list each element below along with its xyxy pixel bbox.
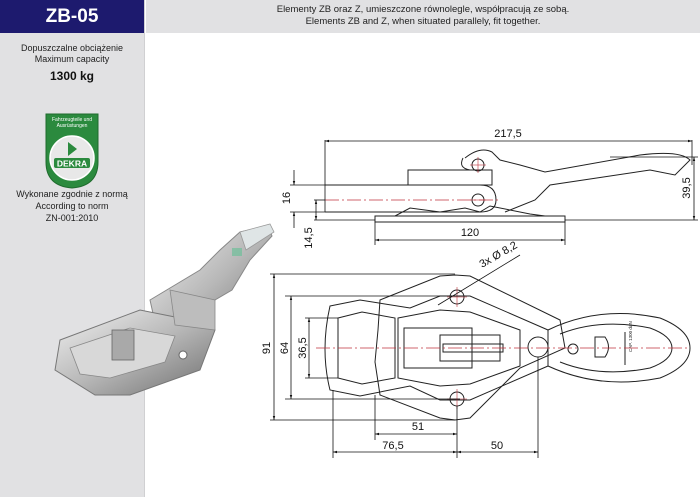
capacity-label-pl: Dopuszczalne obciążenie (20, 43, 124, 53)
dim-thickness: 16 (281, 192, 293, 204)
dim-hole-offset-short: 51 (412, 421, 424, 433)
description-en: Elements ZB and Z, when situated paralle… (305, 16, 541, 27)
badge-brand: DEKRA (57, 159, 87, 169)
dim-hole-offset-long: 76,5 (382, 440, 403, 452)
norm-label-pl: Wykonane zgodnie z normą (16, 189, 128, 199)
dim-base-offset: 14,5 (303, 227, 315, 248)
top-view (324, 274, 691, 421)
top-dimension-lines (270, 254, 539, 458)
sidebar: ZB-05 Dopuszczalne obciążenie Maximum ca… (0, 0, 145, 497)
handle-marking: CAP. 1300 daN (628, 321, 633, 352)
badge-text-1: Fahrzeugteile und (52, 117, 92, 123)
dim-base-length: 120 (461, 227, 479, 239)
dim-holes: 3x Ø 8,2 (478, 239, 520, 270)
dim-hole-to-pivot: 50 (491, 440, 503, 452)
dim-total-length: 217,5 (494, 128, 522, 140)
product-code: ZB-05 (0, 0, 144, 33)
dim-mid-width: 64 (279, 342, 291, 354)
description-pl: Elementy ZB oraz Z, umieszczone równoleg… (276, 4, 570, 15)
side-dimension-lines (290, 139, 698, 245)
capacity-label-en: Maximum capacity (34, 54, 110, 64)
product-photo (54, 223, 275, 396)
description-bar: Elementy ZB oraz Z, umieszczone równoleg… (146, 0, 700, 33)
norm-label-en: According to norm (35, 201, 109, 211)
side-view (325, 149, 691, 223)
dim-inner-width: 36,5 (297, 337, 309, 358)
norm-value: ZN-001:2010 (45, 213, 99, 223)
capacity-value: 1300 kg (49, 69, 95, 83)
dim-outer-width: 91 (261, 342, 273, 354)
dekra-certificate-badge-icon: Fahrzeugteile und Ausrüstungen DEKRA (44, 112, 100, 190)
badge-text-2: Ausrüstungen (57, 123, 88, 129)
dim-height: 39,5 (681, 177, 693, 198)
